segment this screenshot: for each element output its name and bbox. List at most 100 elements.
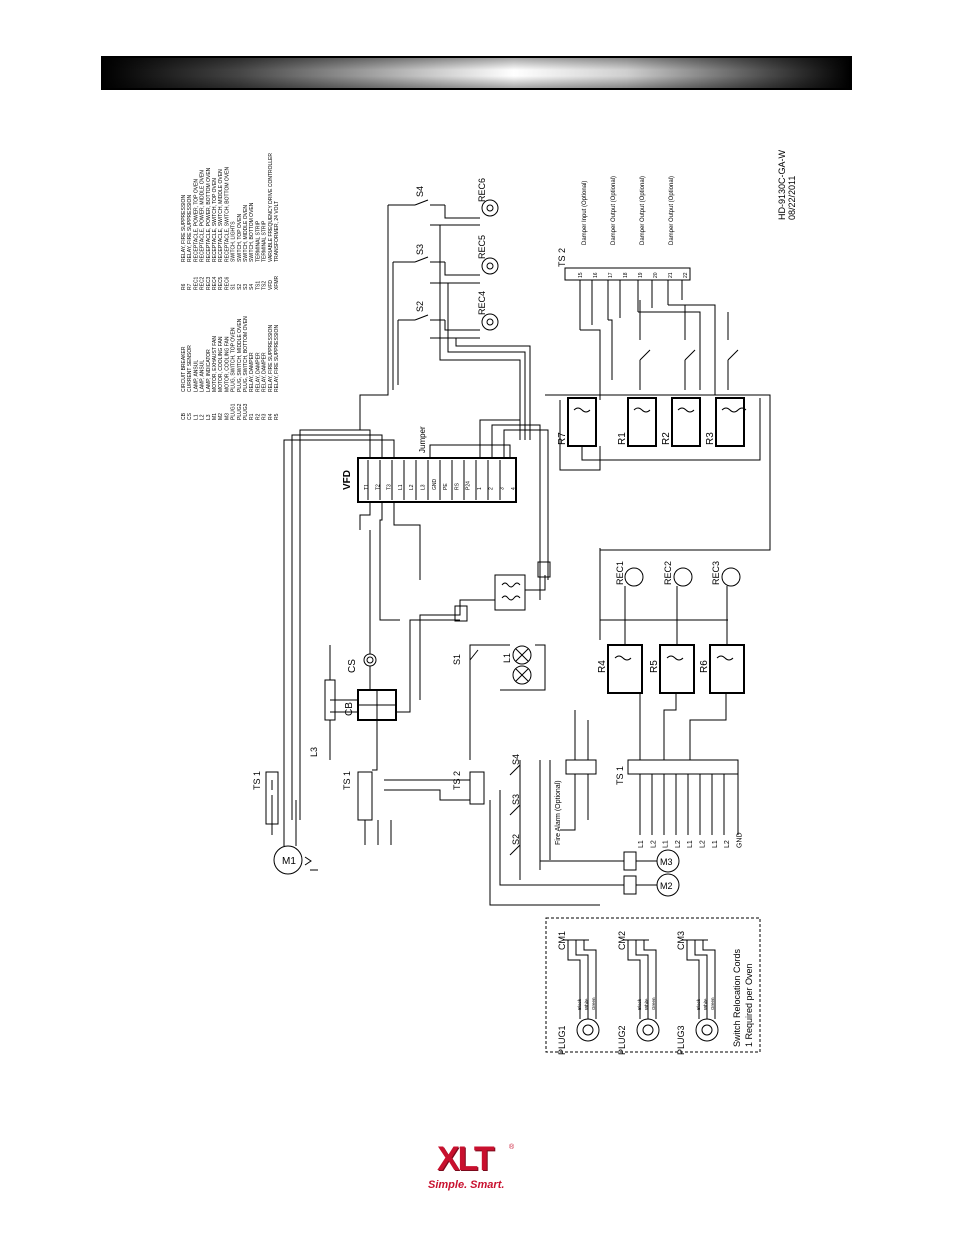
vfd-terminal-label: P24 bbox=[466, 481, 472, 490]
supply-line-label: L1 bbox=[712, 840, 719, 848]
legend-code: S1 bbox=[231, 284, 237, 290]
legend-code: S2 bbox=[237, 284, 243, 290]
legend-desc: RELAY, FIRE SUPPRESSION bbox=[187, 195, 193, 262]
vfd-terminal-label: L2 bbox=[409, 484, 415, 490]
l3-label: L3 bbox=[309, 747, 319, 757]
legend-desc: SWITCH, LIGHTS bbox=[231, 221, 237, 262]
drawing-date: 08/22/2011 bbox=[787, 176, 797, 220]
relocation-wire-label: Green bbox=[651, 997, 656, 1010]
ts2-damper-terminal: 18 bbox=[623, 272, 629, 278]
r1-label: R1 bbox=[617, 432, 628, 445]
legend-desc: RECEPTACLE, SWITCH, BOTTOM OVEN bbox=[224, 167, 230, 262]
r4-label: R4 bbox=[597, 660, 608, 673]
legend-code: REC4 bbox=[212, 276, 218, 290]
s2-mid-label: S2 bbox=[511, 834, 521, 845]
s4-label: S4 bbox=[415, 186, 425, 197]
switch-relocation-box bbox=[545, 917, 761, 1053]
plug3-label: PLUG3 bbox=[676, 1025, 686, 1055]
ts2-damper-terminal: 20 bbox=[653, 272, 659, 278]
relocation-title: Switch Relocation Cords bbox=[732, 948, 742, 1047]
legend-code: XFMR bbox=[274, 275, 280, 290]
supply-line-label: GND bbox=[736, 832, 743, 848]
legend-code: S4 bbox=[249, 284, 255, 290]
legend-code: M2 bbox=[218, 413, 224, 420]
lamp-group bbox=[469, 644, 546, 760]
ts2-damper-label-text: Damper Input (Optional) bbox=[582, 181, 588, 245]
legend-code: CB bbox=[181, 412, 187, 420]
ts2-damper-label-text: Damper Output (Optional) bbox=[611, 176, 617, 245]
ts2-mid-label: TS 2 bbox=[452, 771, 462, 790]
legend-desc: RECEPTACLE, POWER, MIDDLE OVEN bbox=[200, 170, 206, 262]
s1-label: S1 bbox=[452, 654, 462, 665]
legend-desc: SWITCH, MIDDLE OVEN bbox=[243, 205, 249, 262]
relocation-wire-label: Black bbox=[696, 998, 701, 1010]
legend-code: VFD bbox=[268, 280, 274, 290]
vfd-terminal-label: RS bbox=[454, 482, 460, 490]
r3-label: R3 bbox=[705, 432, 716, 445]
supply-line-label: L2 bbox=[724, 840, 731, 848]
vfd-label: VFD bbox=[342, 470, 353, 490]
ts2-damper-label-text: Damper Output (Optional) bbox=[669, 176, 675, 245]
relocation-wire-label: White bbox=[703, 998, 708, 1010]
legend-code: PLUG2 bbox=[237, 403, 243, 420]
rec4-label: REC4 bbox=[477, 291, 487, 315]
legend-desc: RECEPTACLE, POWER, BOTTOM OVEN bbox=[206, 167, 212, 262]
oven-supply-circuit bbox=[599, 548, 745, 835]
legend-desc: RELAY, DAMPER bbox=[249, 352, 255, 392]
r7-label: R7 bbox=[557, 432, 568, 445]
legend-desc: VARIABLE FREQUENCY DRIVE CONTROLLER bbox=[268, 153, 274, 262]
cb-label: CB bbox=[344, 702, 355, 716]
legend-desc: RELAY, FIRE SUPPRESSION bbox=[268, 325, 274, 392]
legend-desc: CURRENT SENSOR bbox=[187, 345, 193, 392]
ts1-left-label: TS 1 bbox=[252, 771, 262, 790]
legend-desc: MOTOR, COOLING FAN bbox=[224, 336, 230, 392]
legend-desc: SWITCH, BOTTOM OVEN bbox=[249, 202, 255, 262]
legend-code: L1 bbox=[193, 414, 199, 420]
legend-code: R5 bbox=[274, 413, 280, 420]
legend-desc: RELAY, DAMPER bbox=[262, 352, 268, 392]
oven-switch-bank bbox=[489, 760, 680, 906]
cs-label: CS bbox=[347, 659, 358, 673]
ts2-damper-label: TS 2 bbox=[557, 248, 567, 267]
legend-code: REC5 bbox=[218, 276, 224, 290]
r6-label: R6 bbox=[699, 660, 710, 673]
relocation-wire-label: White bbox=[584, 998, 589, 1010]
fire-alarm-circuit bbox=[560, 710, 597, 831]
legend-code: REC3 bbox=[206, 276, 212, 290]
relocation-wire-label: Black bbox=[577, 998, 582, 1010]
ts2-damper-terminal: 19 bbox=[638, 272, 644, 278]
fire-alarm-label: Fire Alarm (Optional) bbox=[555, 780, 562, 845]
logo-mark: XLT bbox=[437, 1140, 495, 1178]
ts2-damper-terminal: 16 bbox=[593, 272, 599, 278]
ts1-lower-label: TS 1 bbox=[615, 766, 625, 785]
legend-desc: RELAY, FIRE SUPPRESSION bbox=[181, 195, 187, 262]
supply-line-label: L1 bbox=[687, 840, 694, 848]
legend-desc: RECEPTACLE, POWER, TOP OVEN bbox=[193, 179, 199, 262]
rec6-label: REC6 bbox=[477, 178, 487, 202]
rec2-label: REC2 bbox=[663, 561, 673, 585]
vfd-terminal-label: GND bbox=[432, 479, 438, 491]
legend-code: L3 bbox=[206, 414, 212, 420]
l1-label: L1 bbox=[502, 653, 512, 663]
transformer bbox=[419, 561, 551, 700]
legend-code: R6 bbox=[181, 283, 187, 290]
ts2-damper-terminal: 22 bbox=[683, 272, 689, 278]
relocation-subtitle: 1 Required per Oven bbox=[744, 963, 754, 1047]
drawing-number: HD-9130C-GA-W bbox=[777, 149, 787, 220]
legend-code: R3 bbox=[262, 413, 268, 420]
registered-mark: ® bbox=[509, 1144, 515, 1151]
supply-line-label: L1 bbox=[638, 840, 645, 848]
legend-desc: LAMP, ANSUL bbox=[200, 360, 206, 392]
legend-code: M1 bbox=[212, 413, 218, 420]
m1-label: M1 bbox=[282, 856, 296, 867]
legend-code: R1 bbox=[249, 413, 255, 420]
ts1-mid-label: TS 1 bbox=[342, 771, 352, 790]
motor-m1-circuit bbox=[265, 771, 485, 875]
rec5-label: REC5 bbox=[477, 235, 487, 259]
s3-label: S3 bbox=[415, 244, 425, 255]
